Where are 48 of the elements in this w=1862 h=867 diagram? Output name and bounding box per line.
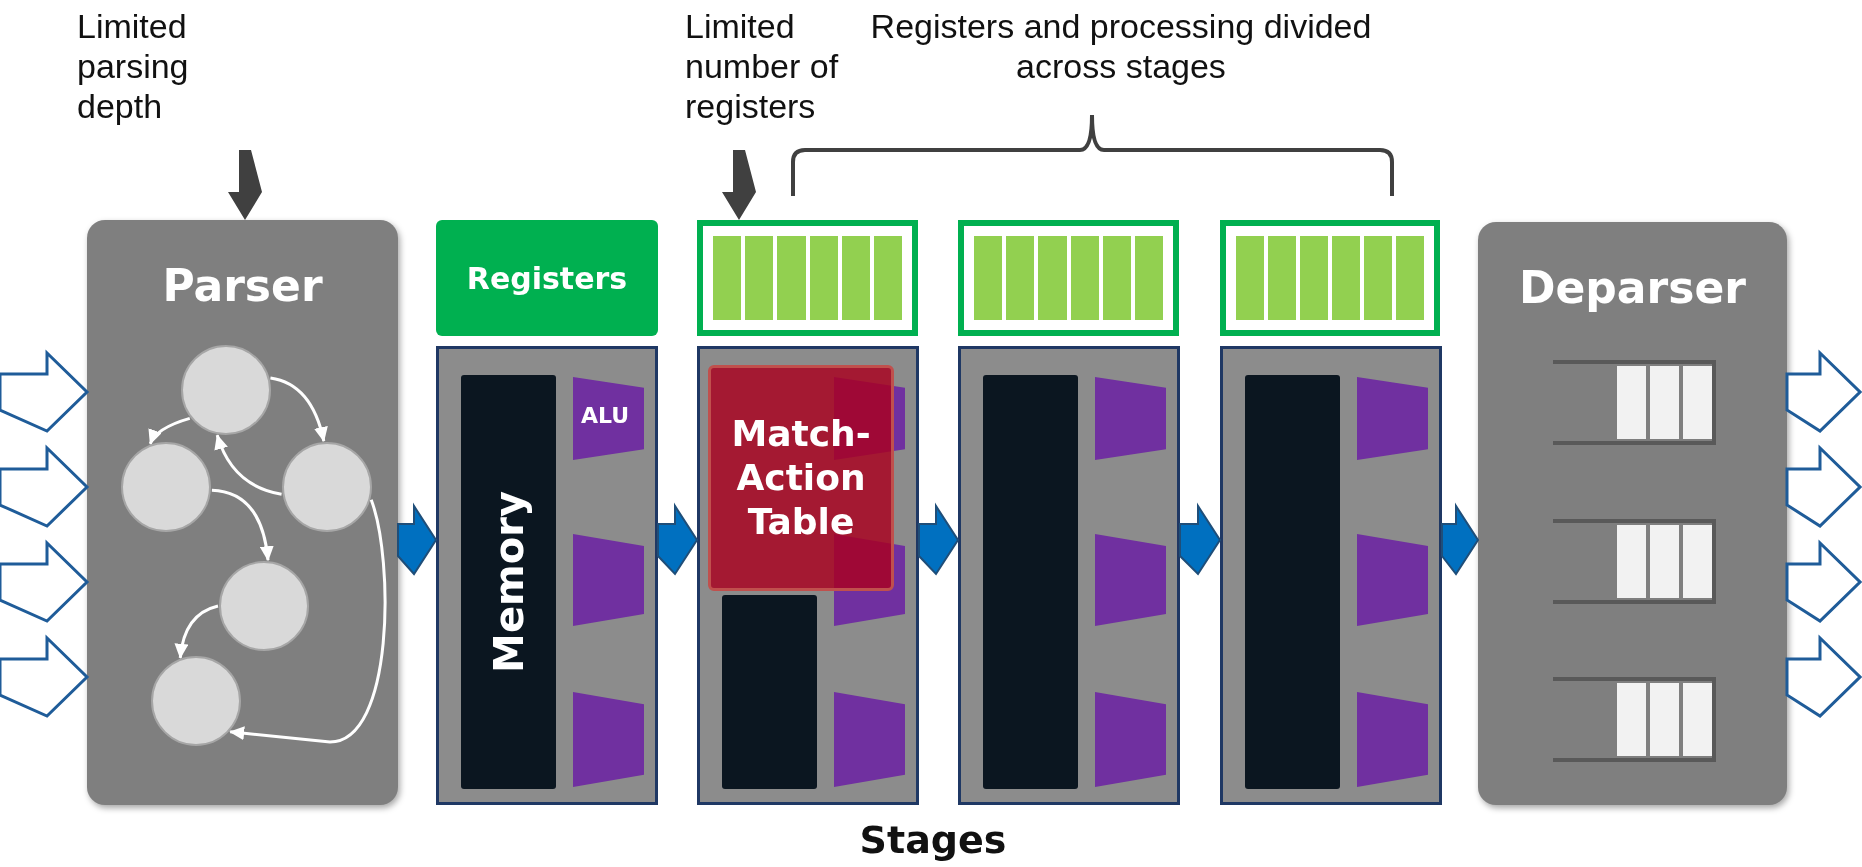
- hollow-arrow: [0, 539, 90, 623]
- arrow: [211, 488, 274, 562]
- annotation-text: Registers and processing divided across stages: [869, 6, 1373, 86]
- hollow-arrow: [1785, 444, 1862, 528]
- memory-bar: [983, 375, 1078, 789]
- stage-box: [958, 346, 1180, 805]
- hollow-arrow: [0, 444, 90, 528]
- hollow-arrow: [1785, 349, 1862, 433]
- block-arrow: [1441, 502, 1480, 576]
- block-title: Deparser: [1518, 262, 1747, 313]
- queue-drawing: [1553, 677, 1716, 762]
- block-arrow: [1179, 502, 1222, 576]
- stage-box: [697, 346, 919, 805]
- memory-bar: [722, 595, 817, 789]
- register-block: Registers: [436, 220, 658, 336]
- queue-drawing: [1553, 360, 1716, 445]
- block-panel: [87, 220, 398, 805]
- annotation-text: Limited parsing depth: [77, 6, 257, 150]
- block-arrow: [657, 502, 699, 576]
- section-label: Stages: [858, 818, 1008, 862]
- block-panel: [1478, 222, 1787, 805]
- arrow: [174, 604, 219, 659]
- register-array: [697, 220, 918, 336]
- block-arrow: [918, 502, 960, 576]
- block-label: ALU: [581, 403, 630, 428]
- table-label: Match-Action Table: [730, 412, 872, 544]
- hollow-arrow: [0, 349, 90, 433]
- block-title: Parser: [161, 260, 324, 311]
- memory-bar: [1245, 375, 1340, 789]
- hollow-arrow: [1785, 634, 1862, 718]
- stage-box: [436, 346, 658, 805]
- leader-arrow: [722, 150, 756, 220]
- arrow: [270, 376, 328, 443]
- hollow-arrow: [0, 634, 90, 718]
- register-array: [958, 220, 1179, 336]
- arrow: [214, 434, 282, 496]
- arrow: [229, 499, 387, 744]
- queue-drawing: [1553, 519, 1716, 604]
- table-overlay: [708, 365, 894, 591]
- arrow: [148, 416, 191, 445]
- annotation-text: Limited number of registers: [685, 6, 860, 150]
- hollow-arrow: [1785, 539, 1862, 623]
- register-array: [1220, 220, 1440, 336]
- block-arrow: [397, 502, 438, 576]
- leader-arrow: [228, 150, 262, 220]
- bar-label: Memory: [485, 491, 532, 673]
- memory-bar: [461, 375, 556, 789]
- stage-box: [1220, 346, 1442, 805]
